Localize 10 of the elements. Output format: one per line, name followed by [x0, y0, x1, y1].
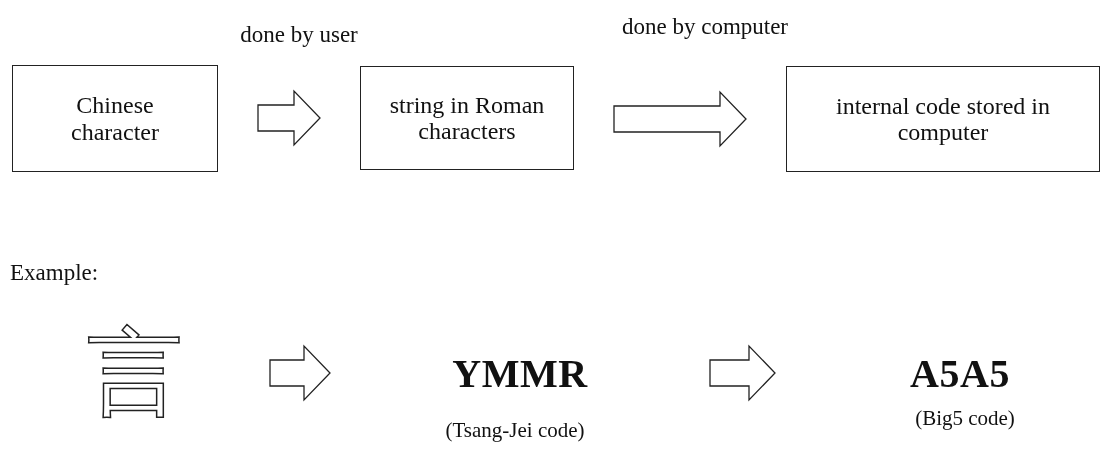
block-arrow: [709, 344, 776, 402]
block-arrow: [269, 344, 331, 402]
node-label: (Tsang-Jei code): [445, 418, 585, 443]
block-arrow: [257, 89, 321, 147]
process-box: Chinese character: [12, 65, 218, 172]
node-label: (Big5 code): [915, 406, 1015, 431]
block-arrow: [613, 90, 747, 148]
process-box: string in Roman characters: [360, 66, 574, 170]
process-box: internal code stored in computer: [786, 66, 1100, 172]
note-text: Example:: [10, 260, 99, 286]
